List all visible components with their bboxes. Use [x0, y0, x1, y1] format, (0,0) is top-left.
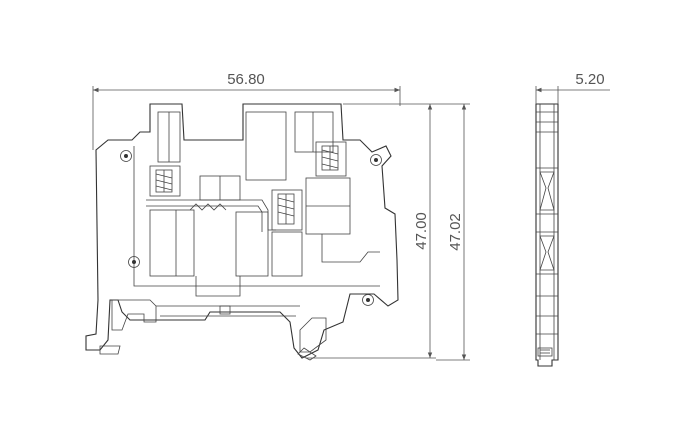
hole-top-right — [370, 154, 382, 166]
side-view-outline — [535, 103, 559, 367]
center-cavity — [235, 211, 269, 277]
contact-bus — [146, 199, 276, 232]
right-screw — [315, 141, 347, 177]
height-dimension-inner: 47.00 — [306, 103, 436, 359]
center-column — [245, 111, 287, 181]
hole-bottom-right — [362, 294, 374, 306]
front-view-outline — [85, 103, 399, 359]
width-dimension: 56.80 — [92, 71, 401, 150]
height-dimension-outer: 47.02 — [436, 103, 470, 361]
hole-bottom-left — [128, 256, 140, 268]
side-view — [535, 103, 559, 367]
din-foot-left — [111, 299, 157, 331]
right-clamp-tower — [294, 111, 334, 153]
left-cavity — [149, 209, 195, 277]
dimension-width-label: 56.80 — [227, 71, 265, 88]
left-screw — [149, 165, 181, 197]
front-view — [85, 103, 399, 361]
dimension-height-outer-label: 47.02 — [447, 213, 464, 251]
center-screw — [271, 189, 303, 231]
hole-top-left — [120, 150, 132, 162]
dimension-side-width-label: 5.20 — [575, 71, 604, 88]
side-recess-lower — [539, 235, 555, 271]
side-width-dimension: 5.20 — [535, 71, 610, 104]
dimension-height-inner-label: 47.00 — [413, 212, 430, 250]
side-recess-upper — [539, 171, 555, 211]
